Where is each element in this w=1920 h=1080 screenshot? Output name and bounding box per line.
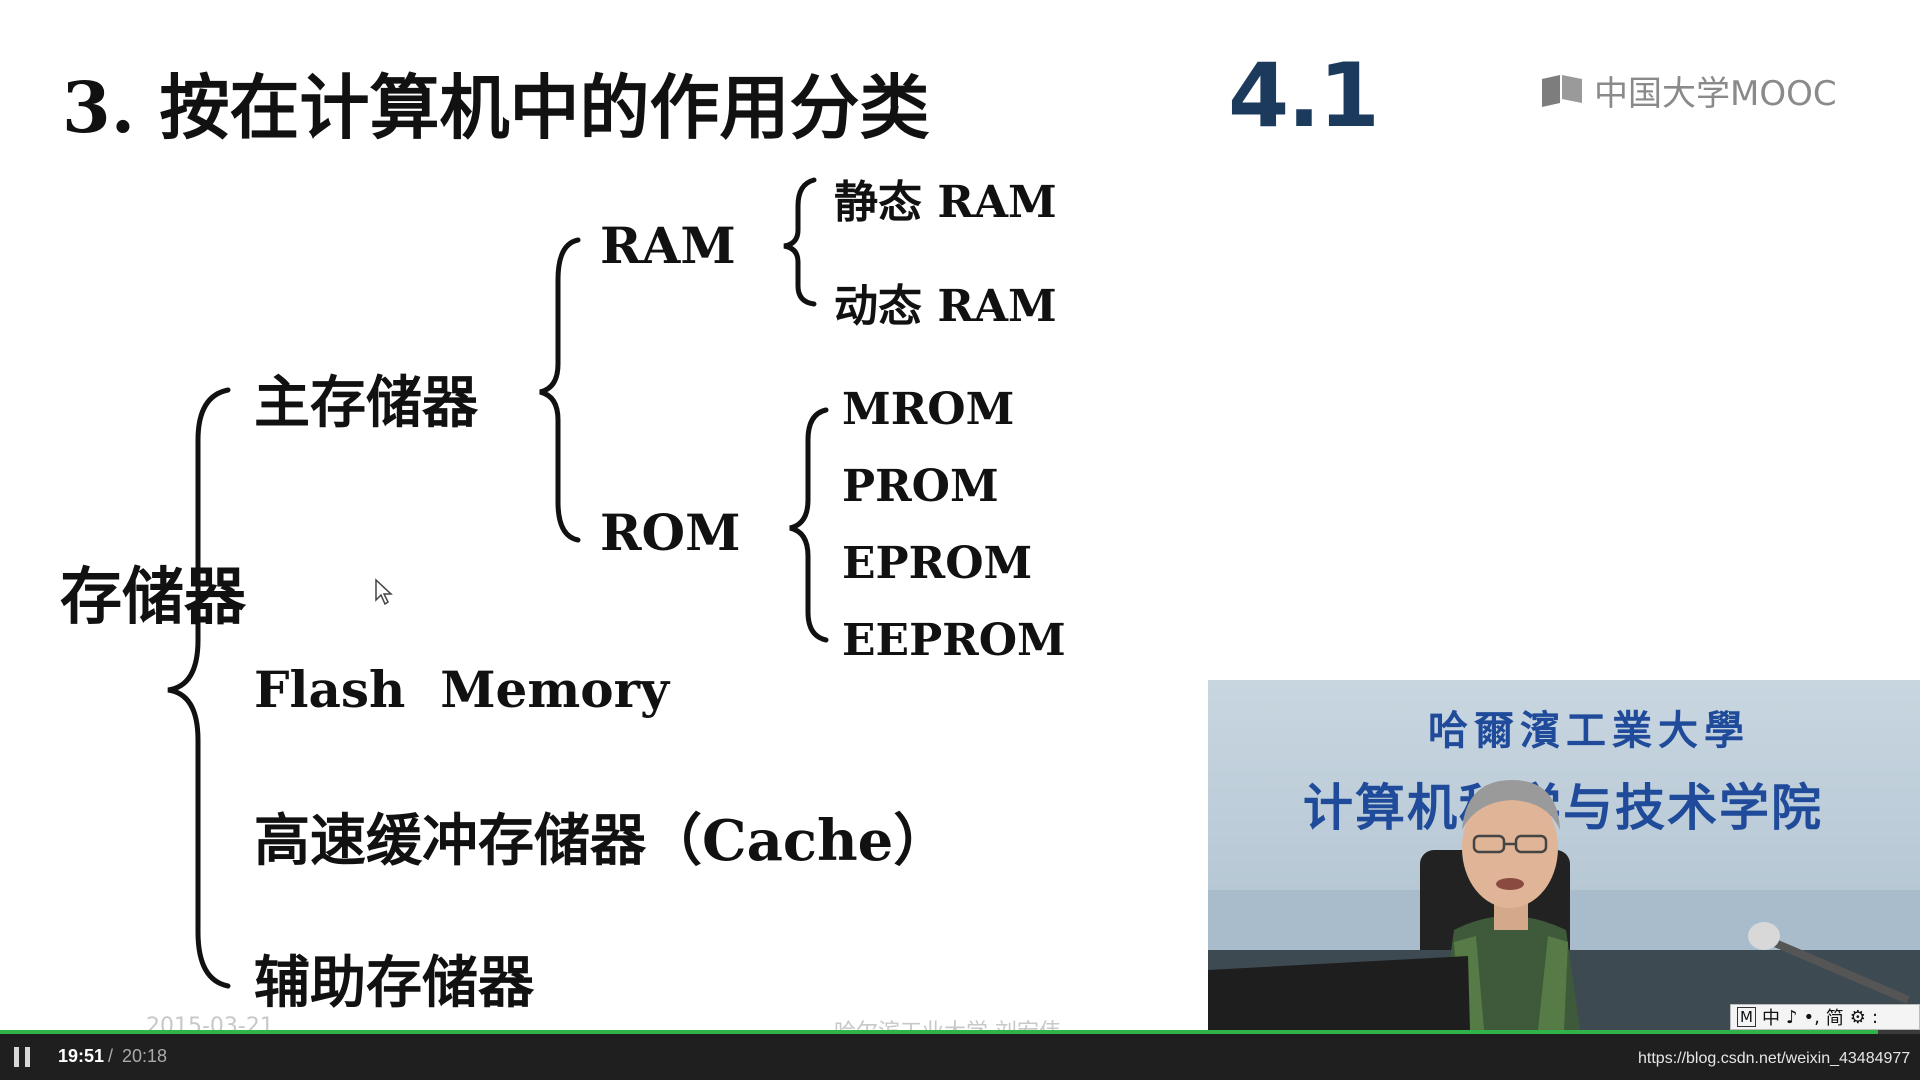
rom-type-eprom: EPROM: [842, 538, 1033, 589]
mouse-cursor-icon: [375, 578, 393, 606]
rom-label: ROM: [600, 503, 741, 562]
cache-label: 高速缓冲存储器（Cache）: [254, 808, 950, 874]
footer-date: 2015-03-21: [146, 1014, 274, 1030]
ime-moon-icon[interactable]: ♪: [1785, 1006, 1798, 1028]
brace-ram: [783, 177, 817, 307]
ime-chinese-toggle[interactable]: 中: [1761, 1008, 1780, 1029]
ime-punctuation-toggle[interactable]: •,: [1803, 1006, 1820, 1028]
pause-icon[interactable]: [14, 1047, 30, 1067]
time-separator: /: [108, 1046, 114, 1066]
lecturer-figure: [1208, 780, 1920, 1030]
university-name: 哈爾濱工業大學: [1428, 707, 1750, 754]
mooc-logo: 中国大学MOOC: [1540, 66, 1837, 115]
ram-label: RAM: [600, 216, 736, 275]
school-name: 计算机科学与技术学院: [1303, 779, 1823, 837]
rom-type-mrom: MROM: [842, 384, 1015, 435]
slide-title: 3. 按在计算机中的作用分类: [62, 66, 930, 149]
lecture-slide: 3. 按在计算机中的作用分类 4.1 中国大学MOOC 存储器 主存储器 RAM…: [60, 44, 1837, 1030]
ime-toolbar[interactable]: M 中 ♪ •, 简 ⚙ :: [1730, 1004, 1920, 1030]
section-number: 4.1: [1228, 44, 1380, 147]
ime-simplified-toggle[interactable]: 简: [1825, 1008, 1844, 1029]
dynamic-ram-label: 动态 RAM: [834, 281, 1057, 332]
main-memory-label: 主存储器: [254, 370, 478, 436]
logo-text: 中国大学MOOC: [1594, 74, 1837, 114]
ime-settings-icon[interactable]: ⚙: [1849, 1006, 1866, 1028]
player-controls: 19:51 / 20:18 https://blog.csdn.net/weix…: [0, 1034, 1920, 1080]
rom-type-prom: PROM: [842, 461, 999, 512]
ime-more-icon[interactable]: :: [1871, 1006, 1879, 1028]
progress-fill: [0, 1030, 1878, 1034]
brace-main: [539, 237, 581, 543]
footer-author: 哈尔滨工业大学 刘宏伟: [834, 1014, 1061, 1030]
auxiliary-memory-label: 辅助存储器: [254, 950, 534, 1016]
book-icon: [1542, 74, 1582, 107]
total-time: 20:18: [122, 1046, 168, 1066]
lecturer-video[interactable]: 哈爾濱工業大學 计算机科学与技术学院: [1208, 680, 1920, 1030]
watermark-url: https://blog.csdn.net/weixin_43484977: [1638, 1050, 1911, 1067]
classification-braces: [167, 177, 829, 989]
brace-rom: [789, 407, 829, 643]
ime-mode-icon[interactable]: M: [1737, 1007, 1756, 1027]
flash-memory-label: Flash Memory: [254, 660, 670, 719]
static-ram-label: 静态 RAM: [834, 177, 1057, 228]
current-time: 19:51: [58, 1046, 105, 1066]
rom-type-eeprom: EEPROM: [842, 615, 1066, 666]
root-label: 存储器: [60, 560, 247, 633]
brace-root: [167, 387, 231, 989]
progress-bar[interactable]: [0, 1030, 1920, 1034]
